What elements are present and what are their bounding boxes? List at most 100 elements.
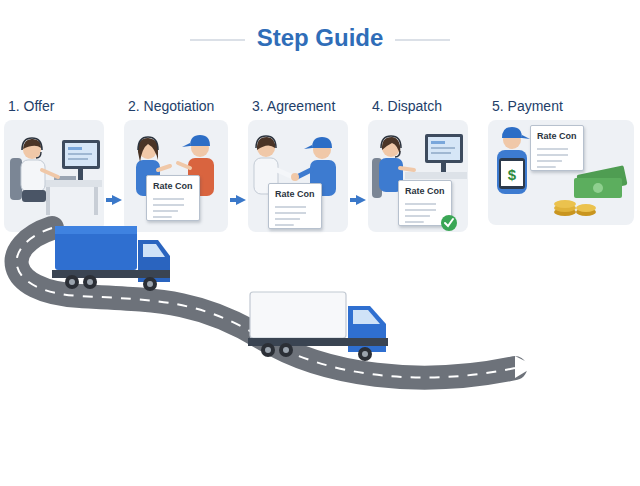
step1-dispatcher-part (36, 152, 41, 158)
step4-dispatcher-part (425, 134, 463, 163)
step2-negotiators-part (138, 137, 158, 150)
white-truck-part (362, 351, 368, 357)
step-panel: 4. DispatchRate Con (368, 95, 468, 235)
cash-part (554, 200, 576, 208)
step1-dispatcher-part (42, 170, 58, 177)
white-truck (248, 292, 388, 361)
step1-dispatcher-part (68, 147, 82, 150)
document-title: Rate Con (531, 126, 583, 141)
step1-dispatcher-part (21, 160, 45, 192)
step-platforms-part (124, 120, 228, 232)
white-truck-part (261, 343, 275, 357)
step1-dispatcher-part (46, 187, 50, 215)
step-heading: 4. Dispatch (368, 95, 468, 114)
step-heading: 1. Offer (4, 95, 104, 114)
blue-truck-part (143, 277, 157, 291)
step1-dispatcher-part (62, 140, 100, 169)
step3-handshake-part (297, 170, 311, 177)
blue-truck-part (87, 279, 93, 285)
cash-part (593, 183, 603, 193)
step4-dispatcher-part (382, 137, 400, 156)
step4-dispatcher-part (428, 137, 460, 160)
step-panel: 5. PaymentRate Con (488, 95, 634, 225)
white-truck-part (250, 292, 346, 338)
step-platforms-part (368, 120, 468, 232)
step-panel: 3. AgreementRate Con (248, 95, 348, 235)
rate-document: Rate Con (146, 175, 200, 221)
cash-part (574, 178, 622, 198)
check-badge-part (445, 219, 453, 226)
step5-driver-part (501, 161, 523, 186)
check-badge (441, 215, 457, 231)
white-truck-part (283, 347, 289, 353)
step4-dispatcher (372, 134, 467, 198)
step-panel: 1. Offer (4, 95, 104, 235)
rate-document: Rate Con (268, 183, 322, 229)
step1-dispatcher-part (22, 138, 42, 150)
step4-dispatcher-part (400, 168, 414, 170)
step-platforms (4, 120, 634, 232)
step2-negotiators-part (138, 138, 158, 162)
step-platforms-part (248, 120, 348, 232)
cash-part (576, 204, 596, 212)
step-heading: 5. Payment (488, 95, 634, 114)
blue-truck-part (147, 281, 153, 287)
step3-handshake-part (304, 145, 312, 149)
step4-dispatcher-part (381, 136, 401, 148)
blue-truck-part (65, 275, 79, 289)
step4-dispatcher-part (405, 172, 467, 179)
step5-driver (497, 127, 628, 216)
step1-dispatcher-part (68, 158, 88, 160)
document-title: Rate Con (269, 184, 321, 199)
step3-handshake-part (291, 173, 299, 181)
flow-arrow (106, 198, 116, 202)
rate-document: Rate Con (530, 125, 584, 171)
step2-negotiators-part (158, 166, 170, 170)
flow-arrow (230, 198, 240, 202)
white-truck-part (353, 310, 380, 324)
step-panel: 2. NegotiationRate Con (124, 95, 228, 235)
step-platforms-part (488, 120, 634, 225)
step1-dispatcher-part (78, 169, 83, 180)
step1-dispatcher-part (42, 180, 102, 187)
step1-dispatcher-part (65, 143, 97, 166)
document-title: Rate Con (147, 176, 199, 191)
dollar-sign: $ (508, 166, 516, 183)
title-rules-part (395, 39, 450, 40)
step5-driver-part (522, 135, 530, 139)
step-heading: 2. Negotiation (124, 95, 228, 114)
diagram-title: Step Guide (0, 24, 640, 52)
document-title: Rate Con (399, 181, 451, 196)
step3-handshake-part (256, 136, 276, 148)
step1-dispatcher-part (68, 153, 92, 155)
step5-driver-part (502, 127, 522, 138)
blue-truck-part (69, 279, 75, 285)
step3-handshake-part (257, 137, 275, 150)
step1-dispatcher (10, 138, 102, 215)
step5-driver-part (499, 158, 525, 189)
step4-dispatcher-part (431, 147, 455, 149)
step3-handshake-part (312, 137, 332, 148)
step5-driver-part (497, 150, 527, 194)
step4-dispatcher-part (431, 141, 445, 144)
blue-truck-part (143, 244, 165, 257)
white-truck-part (358, 347, 372, 361)
step1-dispatcher-part (22, 190, 46, 202)
step4-dispatcher-part (441, 163, 446, 172)
blue-truck-part (55, 226, 137, 234)
rate-document: Rate Con (398, 180, 452, 226)
step4-dispatcher-part (395, 151, 400, 157)
step-heading: 3. Agreement (248, 95, 348, 114)
flow-arrow (350, 198, 360, 202)
blue-truck-part (83, 275, 97, 289)
blue-truck (52, 226, 170, 291)
step2-negotiators-part (178, 163, 190, 168)
step1-dispatcher-part (10, 158, 22, 200)
step2-negotiators-part (182, 143, 190, 147)
white-truck-part (279, 343, 293, 357)
step4-dispatcher-part (431, 152, 451, 154)
